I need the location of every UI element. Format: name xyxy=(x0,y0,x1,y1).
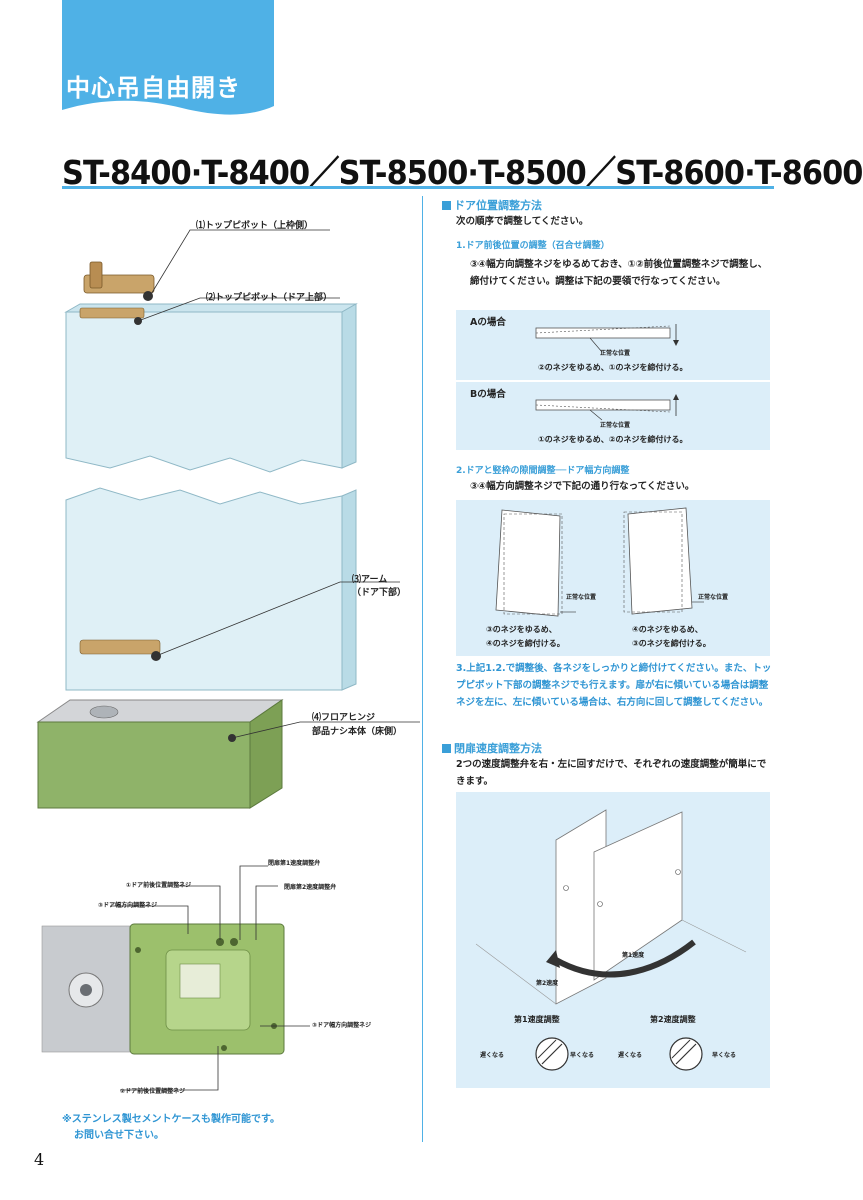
valve-2-icon xyxy=(669,1037,703,1071)
note-line-2: お問い合せ下さい。 xyxy=(74,1130,164,1141)
case-b-instruction: ①のネジをゆるめ、②のネジを締付ける。 xyxy=(538,435,688,444)
arc-label-1: 第1速度 xyxy=(622,952,645,959)
case-a-position: 正常な位置 xyxy=(600,350,631,357)
label-floor-hinge: ⑷フロアヒンジ xyxy=(312,713,376,723)
heading-door-adjust: ドア位置調整方法 xyxy=(442,197,542,213)
top-pivot-frame-part xyxy=(83,261,155,301)
door-adjust-intro: 次の順序で調整してください。 xyxy=(456,216,589,227)
right-door-position: 正常な位置 xyxy=(698,594,729,601)
column-divider xyxy=(422,196,423,1142)
label-lr-screw-3: ③ドア幅方向調整ネジ xyxy=(98,902,158,909)
label-lr-screw-4: ③ドア幅方向調整ネジ xyxy=(312,1022,372,1029)
label-arm-sub: （ドア下部） xyxy=(352,588,407,598)
floor-hinge-detail-photo xyxy=(41,923,285,1055)
case-a-diagram xyxy=(535,324,679,353)
valve-2-fast: 早くなる xyxy=(712,1052,737,1059)
tab-wave-decoration xyxy=(62,100,274,122)
right-door-tilt xyxy=(623,507,704,615)
left-door-tilt xyxy=(495,509,576,617)
valve-1-slow: 遅くなる xyxy=(480,1052,505,1059)
case-b-position: 正常な位置 xyxy=(600,422,631,429)
label-pos-screw-2: ②ドア前後位置調整ネジ xyxy=(120,1088,186,1095)
step2-heading: 2.ドアと竪枠の隙間調整──ドア幅方向調整 xyxy=(456,466,630,476)
case-b-panel xyxy=(456,382,770,450)
page-title: ST-8400·T-8400／ST-8500·T-8500／ST-8600·T-… xyxy=(62,153,863,192)
step1-text: ③④幅方向調整ネジをゆるめておき、①②前後位置調整ネジで調整し、締付けてください… xyxy=(470,259,768,287)
valve-2-slow: 遅くなる xyxy=(618,1052,643,1059)
label-valve-1st: 閉扉第1速度調整弁 xyxy=(268,860,321,867)
label-valve-2nd: 閉扉第2速度調整弁 xyxy=(284,884,337,891)
valve-1-icon xyxy=(535,1037,569,1071)
case-a-label: Aの場合 xyxy=(470,317,506,328)
speed-adjust-text: 2つの速度調整弁を右・左に回すだけで、それぞれの速度調整が簡単にできます。 xyxy=(456,759,767,787)
valve-2-title: 第2速度調整 xyxy=(650,1015,696,1024)
label-pos-screw-1: ①ドア前後位置調整ネジ xyxy=(126,882,192,889)
detail-leader-lines xyxy=(110,865,310,1091)
step2-text: ③④幅方向調整ネジで下記の通り行なってください。 xyxy=(470,481,695,492)
page-number: 4 xyxy=(34,1150,45,1169)
label-top-pivot-frame: ⑴トップピボット（上枠側） xyxy=(196,221,314,231)
step2-doors-diagram xyxy=(495,507,704,617)
door-assembly-diagram xyxy=(36,229,420,809)
valve-1-title: 第1速度調整 xyxy=(514,1015,560,1024)
heading-speed-adjust: 閉扉速度調整方法 xyxy=(442,740,542,756)
right-door-line1: ④のネジをゆるめ、 xyxy=(632,625,703,634)
label-top-pivot-door: ⑵トップピボット（ドア上部） xyxy=(206,293,333,303)
left-door-line2: ④のネジを締付ける。 xyxy=(486,639,565,648)
title-rule xyxy=(62,186,774,189)
case-a-instruction: ②のネジをゆるめ、①のネジを締付ける。 xyxy=(538,363,688,372)
right-door-line2: ③のネジを締付ける。 xyxy=(632,639,711,648)
valve-1-fast: 早くなる xyxy=(570,1052,595,1059)
step1-heading: 1.ドア前後位置の調整（召合せ調整） xyxy=(456,241,610,251)
step3-text: 3.上記1.2.で調整後、各ネジをしっかりと締付けてください。また、トップピボッ… xyxy=(456,663,772,708)
label-arm: ⑶アーム xyxy=(352,575,388,585)
case-a-panel xyxy=(456,310,770,380)
case-b-label: Bの場合 xyxy=(470,389,506,400)
arc-label-2: 第2速度 xyxy=(536,980,559,987)
header-tab: 中心吊自由開き xyxy=(62,0,274,122)
case-b-diagram xyxy=(535,394,679,421)
speed-diagram xyxy=(475,809,747,1071)
left-door-position: 正常な位置 xyxy=(566,594,597,601)
left-door-line1: ③のネジをゆるめ、 xyxy=(486,625,557,634)
tab-label: 中心吊自由開き xyxy=(66,74,241,102)
note-line-1: ※ステンレス製セメントケースも製作可能です。 xyxy=(62,1114,281,1125)
label-floor-hinge-sub: 部品ナシ本体（床側） xyxy=(312,727,403,737)
